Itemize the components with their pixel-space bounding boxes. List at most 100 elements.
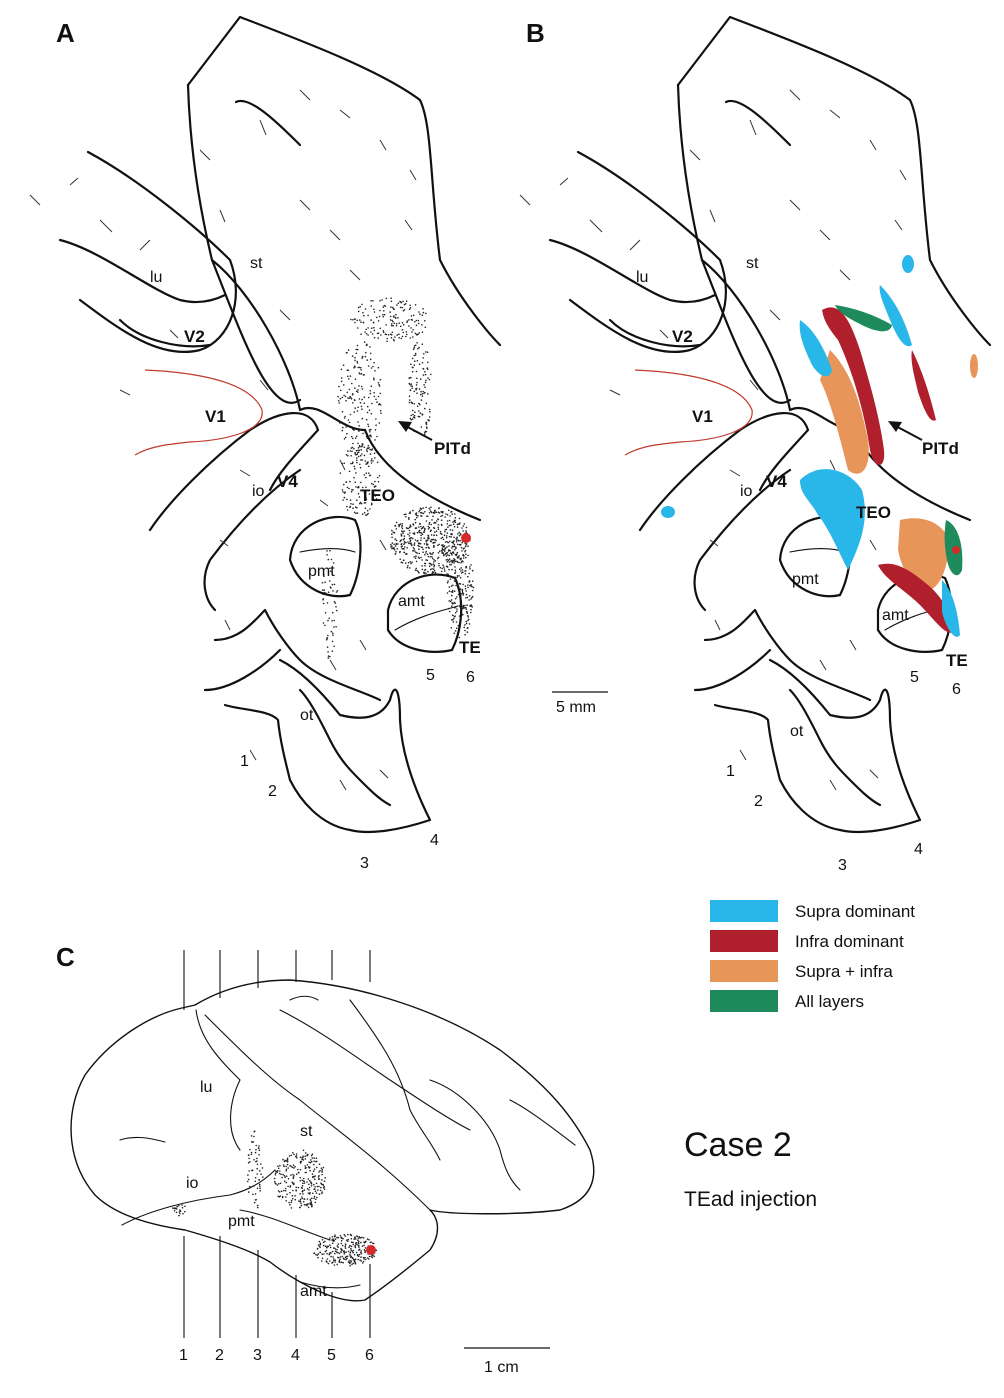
labeled-cell-dot: [398, 337, 401, 339]
labeled-cell-dot: [331, 1242, 334, 1245]
labeled-cell-dot: [362, 321, 365, 324]
labeled-cell-dot: [356, 499, 358, 502]
labeled-cell-dot: [301, 1179, 304, 1182]
labeled-cell-dot: [373, 377, 375, 380]
labeled-cell-dot: [293, 1167, 295, 1169]
labeled-cell-dot: [444, 528, 447, 531]
labeled-cell-dot: [356, 344, 359, 347]
labeled-cell-dot: [418, 415, 421, 418]
labeled-cell-dot: [444, 530, 446, 533]
labeled-cell-dot: [347, 1238, 350, 1241]
labeled-cell-dot: [288, 1201, 290, 1204]
labeled-cell-dot: [356, 362, 359, 364]
labeled-cell-dot: [363, 446, 366, 449]
labeled-cell-dot: [398, 525, 400, 528]
labeled-cell-dot: [385, 324, 388, 326]
labeled-cell-dot: [344, 1247, 347, 1249]
labeled-cell-dot: [409, 532, 411, 534]
labeled-cell-dot: [457, 624, 460, 627]
labeled-cell-dot: [348, 487, 350, 490]
panel-c-section-lines: [183, 950, 371, 1338]
labeled-cell-dot: [414, 569, 417, 571]
labeled-cell-dot: [430, 540, 432, 543]
labeled-cell-dot: [441, 514, 444, 517]
labeled-cell-dot: [353, 411, 356, 413]
labeled-cell-dot: [427, 361, 429, 364]
labeled-cell-dot: [356, 1235, 359, 1238]
labeled-cell-dot: [358, 449, 361, 452]
zone-infra-pitd-right: [911, 350, 936, 421]
labeled-cell-dot: [374, 489, 377, 491]
labeled-cell-dot: [311, 1153, 314, 1155]
labeled-cell-dot: [468, 572, 471, 575]
labeled-cell-dot: [390, 323, 393, 325]
labeled-cell-dot: [411, 331, 413, 333]
panel-b-projection-zones: [661, 255, 978, 637]
labeled-cell-dot: [416, 540, 419, 542]
labeled-cell-dot: [462, 557, 465, 559]
panel-b-label-v1: V1: [692, 407, 713, 426]
labeled-cell-dot: [451, 577, 454, 579]
labeled-cell-dot: [334, 1261, 336, 1263]
zone-supra-st: [799, 320, 832, 377]
labeled-cell-dot: [412, 547, 415, 549]
labeled-cell-dot: [360, 1251, 362, 1254]
labeled-cell-dot: [313, 1163, 315, 1166]
labeled-cell-dot: [322, 1183, 324, 1186]
labeled-cell-dot: [331, 620, 333, 622]
labeled-cell-dot: [377, 366, 380, 369]
labeled-cell-dot: [411, 385, 414, 388]
panel-c-sulcus-sylvian: [279, 1009, 471, 1131]
labeled-cell-dot: [321, 1179, 323, 1181]
labeled-cell-dot: [390, 300, 393, 303]
labeled-cell-dot: [425, 379, 427, 382]
labeled-cell-dot: [421, 413, 424, 415]
labeled-cell-dot: [308, 1183, 310, 1186]
labeled-cell-dot: [470, 604, 473, 607]
labeled-cell-dot: [364, 1251, 366, 1254]
labeled-cell-dot: [313, 1183, 315, 1186]
labeled-cell-dot: [442, 549, 444, 551]
labeled-cell-dot: [456, 539, 458, 541]
labeled-cell-dot: [339, 1256, 342, 1258]
labeled-cell-dot: [303, 1203, 306, 1206]
labeled-cell-dot: [424, 528, 426, 530]
labeled-cell-dot: [401, 335, 404, 338]
labeled-cell-dot: [349, 506, 351, 509]
labeled-cell-dot: [342, 364, 345, 367]
labeled-cell-dot: [413, 417, 416, 419]
labeled-cell-dot: [390, 324, 393, 327]
labeled-cell-dot: [425, 506, 427, 509]
labeled-cell-dot: [301, 1157, 304, 1159]
labeled-cell-dot: [332, 1261, 334, 1264]
labeled-cell-dot: [463, 626, 466, 629]
labeled-cell-dot: [412, 549, 415, 552]
labeled-cell-dot: [462, 525, 465, 527]
labeled-cell-dot: [347, 1250, 350, 1253]
labeled-cell-dot: [414, 352, 417, 355]
panel-a-label-v1: V1: [205, 407, 226, 426]
labeled-cell-dot: [299, 1168, 302, 1171]
labeled-cell-dot: [448, 519, 451, 522]
labeled-cell-dot: [301, 1190, 304, 1193]
labeled-cell-dot: [257, 1147, 260, 1149]
labeled-cell-dot: [425, 546, 428, 549]
labeled-cell-dot: [363, 1258, 365, 1260]
labeled-cell-dot: [447, 526, 449, 528]
labeled-cell-dot: [366, 450, 369, 453]
labeled-cell-dot: [429, 568, 432, 571]
labeled-cell-dot: [346, 1255, 349, 1258]
labeled-cell-dot: [349, 1244, 351, 1247]
labeled-cell-dot: [303, 1182, 306, 1184]
labeled-cell-dot: [451, 561, 454, 564]
labeled-cell-dot: [336, 1245, 339, 1247]
labeled-cell-dot: [410, 376, 412, 379]
panel-a-num-1: 1: [240, 753, 249, 770]
labeled-cell-dot: [182, 1212, 184, 1215]
labeled-cell-dot: [337, 1251, 339, 1254]
labeled-cell-dot: [410, 525, 412, 528]
labeled-cell-dot: [468, 580, 471, 582]
labeled-cell-dot: [350, 1256, 352, 1259]
labeled-cell-dot: [347, 454, 349, 457]
labeled-cell-dot: [409, 567, 411, 569]
